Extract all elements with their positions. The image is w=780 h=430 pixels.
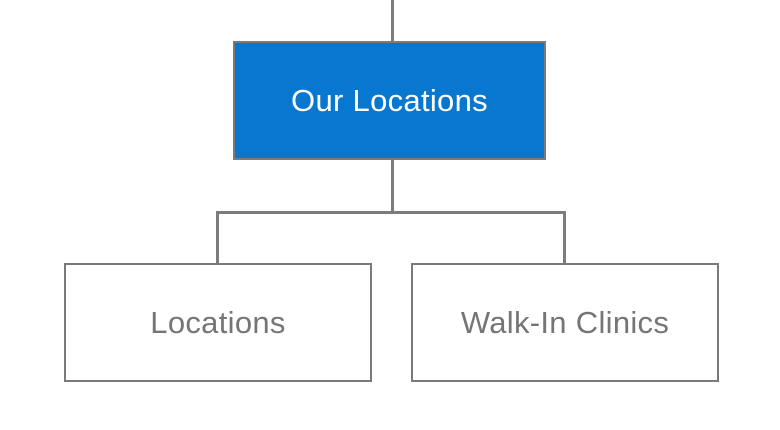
node-locations-label: Locations — [150, 304, 286, 340]
connector-horizontal — [216, 211, 566, 214]
node-locations[interactable]: Locations — [64, 263, 372, 382]
connector-right-child-drop — [563, 211, 566, 264]
connector-parent-above — [391, 0, 394, 42]
node-walk-in-clinics[interactable]: Walk-In Clinics — [411, 263, 719, 382]
node-our-locations-label: Our Locations — [291, 82, 488, 118]
node-walk-in-clinics-label: Walk-In Clinics — [460, 304, 670, 340]
connector-root-down — [391, 160, 394, 213]
connector-left-child-drop — [216, 211, 219, 264]
node-our-locations[interactable]: Our Locations — [233, 41, 546, 160]
